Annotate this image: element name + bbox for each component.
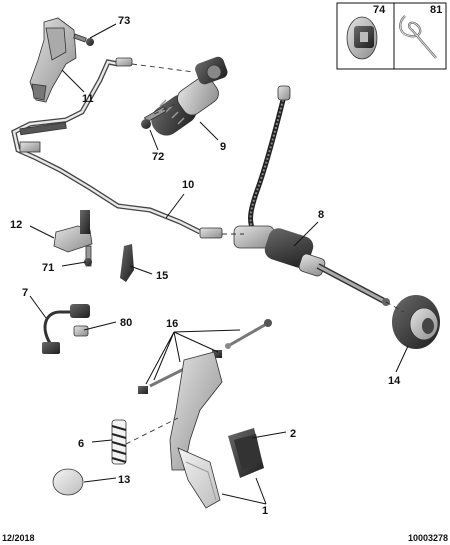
leader-8: [293, 221, 319, 247]
callout-1: 1: [262, 505, 268, 517]
callout-16: 16: [166, 318, 178, 330]
master-cylinder-part-9: [151, 56, 228, 136]
assembly-line-pipe-cylinder: [131, 63, 195, 73]
callout-9: 9: [220, 141, 226, 153]
leader-6: [91, 439, 113, 443]
inset-label-74: 74: [373, 4, 386, 16]
footer-date: 12/2018: [2, 533, 35, 543]
leader-80: [83, 321, 117, 331]
callout-11: 11: [82, 93, 94, 105]
bracket-part-12: [53, 210, 93, 253]
leader-13: [83, 477, 117, 483]
bolts-part-16: [138, 319, 272, 394]
assembly-line-screw-72: [153, 103, 177, 115]
screw-part-71: [84, 245, 92, 267]
leader-16: [145, 329, 241, 385]
cable-tie-icon: [399, 15, 437, 59]
callout-71: 71: [42, 262, 54, 274]
leader-71: [61, 261, 87, 267]
callout-73: 73: [118, 15, 130, 27]
leader-7: [29, 295, 47, 319]
leader-11: [61, 69, 85, 93]
leader-14: [395, 345, 409, 373]
callout-8: 8: [318, 209, 324, 221]
slave-cylinder-part-8: [233, 85, 390, 306]
callout-12: 12: [10, 219, 22, 231]
callout-80: 80: [120, 317, 132, 329]
assembly-line-bearing: [385, 301, 405, 313]
callout-10: 10: [182, 179, 194, 191]
leader-72: [149, 129, 159, 151]
leader-9: [199, 121, 219, 141]
harness-part-7: [42, 304, 90, 354]
clip-icon: [346, 16, 378, 60]
screw-part-72: [141, 106, 167, 129]
leader-12: [29, 225, 55, 239]
cap-part-13: [52, 468, 84, 496]
callout-6: 6: [78, 438, 84, 450]
pedal-pad-part-2: [228, 428, 264, 478]
bracket-part-11: [29, 17, 77, 103]
callout-7: 7: [22, 287, 28, 299]
leader-73: [89, 23, 117, 39]
callout-15: 15: [156, 270, 168, 282]
spring-part-6: [111, 419, 127, 465]
hydraulic-pipe-part-10: [11, 57, 223, 239]
connector-part-80: [73, 325, 89, 337]
callout-13: 13: [118, 474, 130, 486]
screw-part-73: [73, 33, 94, 46]
callout-14: 14: [388, 375, 401, 387]
footer-reference: 10003278: [408, 533, 448, 543]
callout-2: 2: [290, 428, 296, 440]
callout-72: 72: [152, 151, 164, 163]
leader-15: [129, 265, 153, 275]
assembly-line-spring: [125, 417, 179, 445]
leader-2: [251, 431, 287, 439]
leader-10: [165, 193, 185, 219]
pedal-part-1: [169, 351, 223, 509]
leader-1: [221, 477, 267, 505]
inset-label-81: 81: [430, 4, 442, 16]
clip-part-15: [120, 244, 134, 282]
bearing-part-14: [392, 295, 440, 349]
inset-panel: 74 81: [336, 2, 447, 70]
